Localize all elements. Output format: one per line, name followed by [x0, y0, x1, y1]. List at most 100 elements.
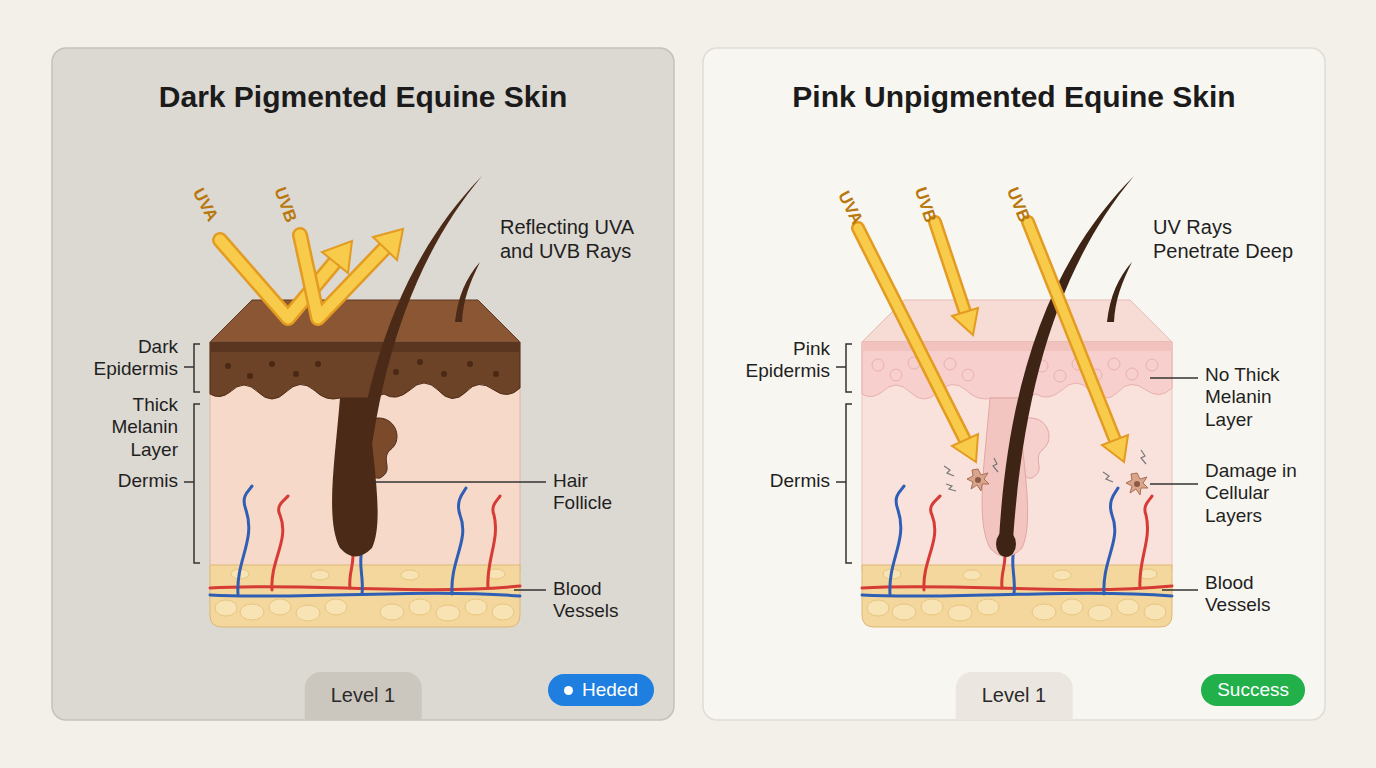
fat-cell — [401, 570, 419, 580]
part-label: Dermis — [88, 470, 178, 492]
fat-cell — [1144, 604, 1166, 620]
fat-cell — [269, 599, 291, 615]
artery — [1140, 496, 1152, 588]
bracket — [836, 344, 852, 392]
cell-nucleus — [1134, 481, 1140, 487]
artery — [210, 586, 520, 590]
melanin-granules — [225, 359, 499, 379]
part-label: UV Rays Penetrate Deep — [1153, 216, 1305, 263]
vein — [1104, 488, 1118, 594]
fat-cell — [240, 604, 264, 620]
vein — [452, 488, 466, 594]
part-label: Dark Epidermis — [78, 336, 178, 381]
panel-ground — [52, 48, 674, 720]
badge-text: Success — [1217, 679, 1289, 701]
leader-line — [1150, 483, 1198, 485]
uv-arrows — [220, 235, 385, 318]
bracket — [184, 344, 200, 392]
ray-label: UVA — [188, 185, 222, 225]
leader-line — [372, 481, 546, 483]
fat-cell — [409, 599, 431, 615]
arrow-head — [952, 308, 978, 335]
status-dot — [564, 686, 573, 695]
ray-label: UVB — [269, 185, 300, 226]
part-label: Dermis — [740, 470, 830, 492]
status-badge: Heded — [548, 674, 654, 706]
ray-label: UVB — [1002, 185, 1034, 226]
damaged-cell — [967, 469, 989, 491]
damage-mark — [1103, 450, 1148, 495]
part-label: Thick Melanin Layer — [82, 394, 178, 461]
vein — [361, 550, 363, 594]
fat-cell — [867, 600, 889, 616]
granule — [293, 371, 299, 377]
fat-cell — [892, 604, 916, 620]
fat-cell — [380, 604, 404, 620]
part-label: Hair Follicle — [553, 470, 637, 515]
granule — [441, 371, 447, 377]
leader-line — [514, 589, 546, 591]
fat-cell — [963, 570, 981, 580]
uv-arrows — [858, 222, 1115, 440]
epidermis-top — [210, 342, 520, 352]
cell-nucleus — [975, 477, 981, 483]
artery — [272, 496, 288, 590]
fat-cell — [977, 599, 999, 615]
fat-cell — [1117, 599, 1139, 615]
part-label: Damage in Cellular Layers — [1205, 460, 1305, 527]
level-tab: Level 1 — [305, 672, 422, 720]
badge-text: Heded — [582, 679, 638, 701]
fat-cell — [296, 605, 320, 621]
level-text: Level 1 — [982, 684, 1047, 706]
fat-cell — [436, 605, 460, 621]
ray-label: UVA — [833, 188, 867, 228]
arrow-head — [1102, 435, 1128, 462]
level-tab: Level 1 — [956, 672, 1073, 720]
artery — [862, 586, 1172, 590]
uvb-arrow — [935, 222, 965, 312]
hair-bulb — [996, 531, 1016, 557]
cell — [890, 369, 902, 381]
damage-spark — [946, 484, 956, 491]
damage-spark — [1141, 450, 1146, 464]
uvb-arrow — [1028, 222, 1115, 440]
granule — [247, 373, 253, 379]
uvb-arrow — [300, 235, 385, 318]
part-label: Reflecting UVA and UVB Rays — [500, 216, 662, 263]
panel-ground — [703, 48, 1325, 720]
panel-title: Pink Unpigmented Equine Skin — [703, 80, 1325, 114]
fat-cell — [465, 599, 487, 615]
part-label: Pink Epidermis — [730, 338, 830, 383]
fat-cell — [492, 604, 514, 620]
fat-cell — [1053, 570, 1071, 580]
cell — [1126, 368, 1138, 380]
vein — [890, 486, 904, 594]
granule — [417, 359, 423, 365]
pink-skin-block — [862, 176, 1172, 627]
dark-skin-block — [210, 176, 520, 627]
cell — [872, 359, 884, 371]
leader-line — [1162, 589, 1198, 591]
level-text: Level 1 — [331, 684, 396, 706]
fat-cell — [1032, 604, 1056, 620]
fat-cell — [311, 570, 329, 580]
leader-lines — [184, 344, 546, 590]
vein — [238, 486, 252, 594]
fat-layer — [210, 565, 520, 627]
part-label: No Thick Melanin Layer — [1205, 364, 1317, 431]
cell — [944, 358, 956, 370]
arrow-head — [373, 229, 403, 260]
epidermis-layer — [862, 342, 1172, 399]
arrow-head — [952, 434, 978, 462]
cell — [1054, 370, 1066, 382]
damage-spark — [1103, 472, 1113, 482]
vein — [210, 593, 520, 596]
granule — [315, 361, 321, 367]
part-label: Blood Vessels — [1205, 572, 1295, 617]
status-badge: Success — [1201, 674, 1305, 706]
cell — [1108, 358, 1120, 370]
small-hair — [1107, 262, 1132, 322]
fat-cell — [325, 599, 347, 615]
damaged-cell — [1126, 473, 1148, 495]
